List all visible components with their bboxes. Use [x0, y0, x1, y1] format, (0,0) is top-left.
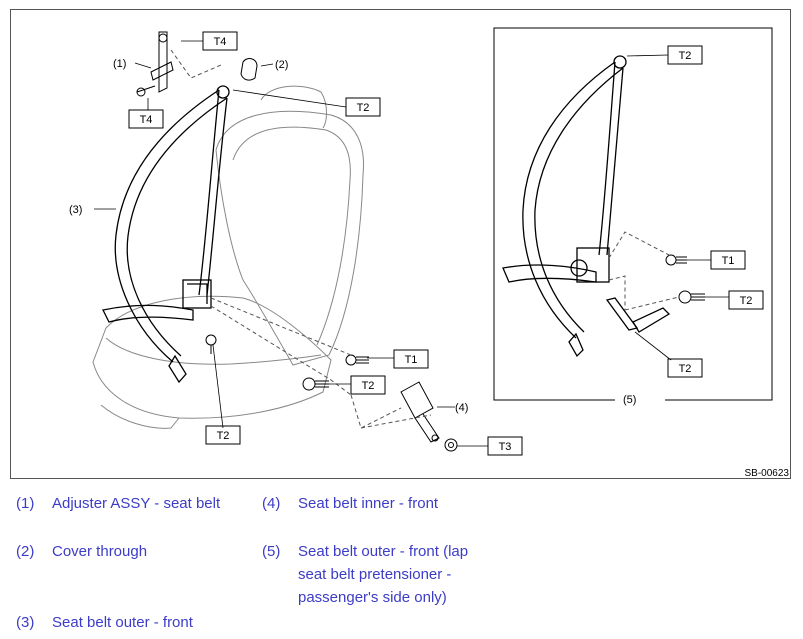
figure-id: SB-00623: [745, 468, 790, 479]
inset-leader-lines: [615, 54, 729, 402]
callout-5: (5): [623, 394, 636, 406]
inset-torque-tag-t2-top: T2: [679, 50, 692, 62]
legend-text: Cover through: [52, 543, 148, 560]
seat-cushion: [92, 295, 332, 429]
legend-num: (5): [262, 543, 281, 560]
seat-backrest: [215, 85, 365, 366]
torque-tag-t1-bolt: T1: [405, 354, 418, 366]
legend-num: (1): [16, 495, 35, 512]
torque-tag-t4-top: T4: [214, 36, 227, 48]
adjuster-assy: [136, 31, 174, 97]
torque-tag-t2-lower: T2: [217, 430, 230, 442]
torque-tag-boxes: [128, 31, 764, 456]
torque-tag-t4-bottom: T4: [140, 114, 153, 126]
belt-buckle: [400, 381, 440, 443]
callout-1: (1): [113, 58, 126, 70]
torque-tag-t3-nut: T3: [499, 441, 512, 453]
legend-num: (3): [16, 614, 35, 631]
inset-torque-tag-t2-mid: T2: [740, 295, 753, 307]
legend-num: (4): [262, 495, 281, 512]
parts-diagram: T4 T4 T2 T1 T2 T2 T3 T2 T1 T2 T2 (1) (2)…: [10, 9, 791, 479]
diagram-drawing: T4 T4 T2 T1 T2 T2 T3 T2 T1 T2 T2 (1) (2)…: [69, 27, 790, 479]
legend-text: Seat belt outer - front: [52, 614, 193, 631]
legend-item-3: (3) Seat belt outer - front: [16, 611, 256, 635]
callout-4: (4): [455, 402, 468, 414]
legend-item-5: (5) Seat belt outer - front (lap seat be…: [262, 540, 502, 612]
leader-lines: [94, 40, 488, 447]
legend-item-4: (4) Seat belt inner - front: [262, 492, 522, 516]
legend-item-1: (1) Adjuster ASSY - seat belt: [16, 492, 256, 516]
inset-belt: [502, 55, 671, 358]
torque-tag-t2-anchor: T2: [357, 102, 370, 114]
legend-num: (2): [16, 543, 35, 560]
inset-dashed-leaders: [608, 231, 680, 311]
cover-through: [240, 58, 258, 81]
belt-webbing: [102, 85, 230, 384]
callout-3: (3): [69, 204, 82, 216]
dashed-leaders: [170, 49, 432, 429]
legend-text: Seat belt outer - front (lap seat belt p…: [298, 543, 469, 606]
inset-torque-tag-t2-bottom: T2: [679, 363, 692, 375]
inset-fasteners: [665, 254, 705, 304]
legend-text: Adjuster ASSY - seat belt: [52, 495, 221, 512]
torque-tag-t2-bolt: T2: [362, 380, 375, 392]
inset-torque-tag-t1: T1: [722, 255, 735, 267]
fasteners: [205, 334, 458, 452]
inset-frame: [493, 27, 773, 401]
legend-item-2: (2) Cover through: [16, 540, 256, 564]
legend-text: Seat belt inner - front: [298, 495, 439, 512]
callout-2: (2): [275, 59, 288, 71]
